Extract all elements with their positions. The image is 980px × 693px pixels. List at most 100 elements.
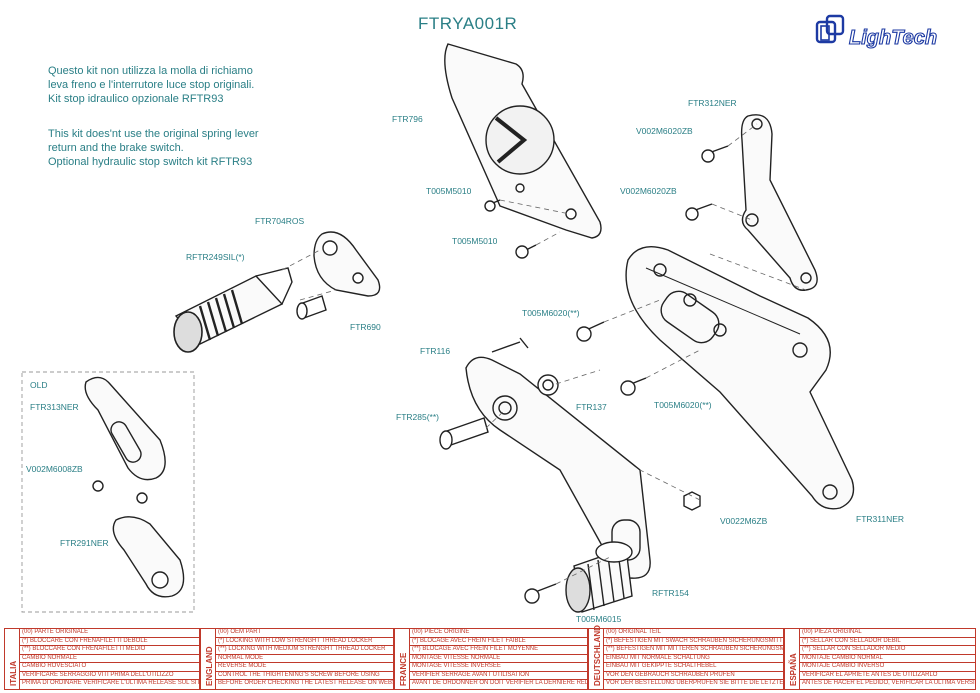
bolt-t005m5010-b (515, 244, 537, 259)
legend-line: MONTAJE CAMBIO NORMAL (800, 655, 975, 663)
legend-line: (00) PIECE ORIGINE (410, 629, 587, 638)
shifter-pivot-ftr704ros (313, 231, 381, 297)
legend-col-espana: ESPAÑA (00) PIEZA ORIGINAL (*) SELLAR CO… (784, 628, 976, 690)
legend-country: ENGLAND (205, 646, 214, 686)
label-t005m6020-a: T005M6020(**) (522, 308, 580, 318)
old-bolt-v002m6008zb (92, 480, 104, 492)
legend-line: (*) BEFESTIGEN MIT SWACH SCHRAUBEN SICHE… (604, 638, 783, 646)
label-t005m5010-a: T005M5010 (426, 186, 472, 196)
bolt-v002m6020zb-b (685, 203, 713, 221)
note-it-line: Questo kit non utilizza la molla di rich… (48, 65, 253, 77)
label-ftr690: FTR690 (350, 322, 381, 332)
bolt-t005m6020-b (620, 377, 647, 396)
old-plate-ftr291ner (112, 516, 185, 598)
bolt-t005m5010-a (484, 199, 501, 212)
logo-wordmark: LighTech (849, 27, 937, 49)
label-old: OLD (30, 380, 48, 390)
legend-line: CAMBIO ROVESCIATO (20, 663, 199, 672)
bracket-ftr312ner (740, 114, 818, 291)
legend-line: (**) BEFESTIGEN MIT MITTEREN SCHRAUBEN S… (604, 646, 783, 655)
legend-line: (**) BLOCCARE CON FRENAFILETTI MEDIO (20, 646, 199, 655)
legend-line: (*) BLOCAGE AVEC FREIN FILET FAIBLE (410, 638, 587, 646)
legend-line: BEFORE ORDER CHECKING THE LATEST RELEASE… (218, 680, 393, 686)
label-ftr311ner: FTR311NER (856, 514, 905, 524)
legend-line: VERIFIER SERRAGE AVANT UTILISATION (410, 672, 587, 680)
label-v002m6020zb-b: V002M6020ZB (620, 186, 677, 196)
legend-line: (**) LOCKING WITH MEDIUM STRENGHT THREAD… (216, 646, 393, 655)
legend-line: (00) PIEZA ORIGINAL (800, 629, 975, 638)
legend-col-deutschland: DEUTSCHLAND (00) ORIGINAL TEIL (*) BEFES… (588, 625, 784, 690)
label-ftr137: FTR137 (576, 402, 607, 412)
label-ftr704ros: FTR704ROS (255, 216, 305, 226)
sprocket-cover-hole (485, 105, 555, 175)
bolt-v002m6020zb-a (701, 145, 729, 163)
legend-line: NORMAL MODE (216, 655, 393, 663)
legend-line: PRIMA DI ORDINARE VERIFICARE L'ULTIMA RE… (22, 680, 199, 686)
legend-line: CAMBIO NORMALE (20, 655, 199, 663)
legend-line: (00) ORIGINAL TEIL (604, 629, 783, 638)
legend-line: CONTROL THE THIGHTENING'S SCREW BEFORE U… (216, 672, 393, 680)
rearset-plate-ftr311ner (625, 246, 855, 510)
legend-country: FRANCE (399, 652, 408, 686)
note-en-line: Optional hydraulic stop switch kit RFTR9… (48, 156, 253, 168)
legend-line: (**) BLOCAGE AVEC FREIN FILET MOYENNE (410, 646, 587, 655)
legend-line: (*) BLOCCARE CON FRENAFILETTI DEBOLE (20, 638, 199, 646)
note-italian: Questo kit non utilizza la molla di rich… (48, 64, 254, 106)
label-ftr313ner: FTR313NER (30, 402, 79, 412)
brake-lever-ftr116 (465, 356, 651, 579)
bolt-t005m6015 (524, 583, 557, 604)
exploded-view-drawing (21, 43, 855, 613)
bolt-t005m6020-a (576, 321, 605, 342)
legend-col-england: ENGLAND (00) OEM PART (*) LOCKING WITH L… (200, 628, 394, 690)
label-ftr291ner: FTR291NER (60, 538, 109, 548)
note-en-line: return and the brake switch. (48, 142, 184, 154)
label-rftr154: RFTR154 (652, 588, 689, 598)
lightech-logo: LighTech (815, 14, 965, 54)
label-v002m6008zb: V002M6008ZB (26, 464, 83, 474)
legend-line: (00) PARTE ORIGINALE (20, 629, 199, 638)
legend-line: MONTAGE VITESSE INVERSEE (410, 663, 587, 672)
legend-line: MONTAGE VITESSE NORMALE (410, 655, 587, 663)
note-en-line: This kit does'nt use the original spring… (48, 128, 259, 140)
kit-code-title: FTRYA001R (418, 14, 518, 33)
label-t005m6020-b: T005M6020(**) (654, 400, 712, 410)
brake-peg-rftr154 (565, 541, 633, 613)
legend-line: AVANT DE ORDONNER ON DOIT VERIFIER LA DE… (412, 680, 587, 686)
old-parts-box (21, 371, 195, 613)
legend-line: EINBAU MIT NORMALE SCHALTUNG (604, 655, 783, 663)
legend-col-italia: ITALIA (00) PARTE ORIGINALE (*) BLOCCARE… (4, 628, 200, 690)
washer-ftr137 (537, 374, 559, 396)
label-v002m6020zb-a: V002M6020ZB (636, 126, 693, 136)
label-t005m5010-b: T005M5010 (452, 236, 498, 246)
legend-line: VOR DEN GEBRAUCH SCHRAUBEN PRUFEN (604, 672, 783, 680)
note-english: This kit does'nt use the original spring… (48, 127, 259, 169)
legend-line: ANTES DE HACER EL PEDIDO, VERIFICAR LA U… (802, 680, 975, 686)
shift-peg-rftr249sil (173, 267, 293, 353)
legend-line: (00) OEM PART (216, 629, 393, 638)
legend-line: VERIFICARE SERRAGGIO VITI PRIMA DELL'UTI… (20, 672, 199, 680)
legend-country: DEUTSCHLAND (593, 625, 602, 686)
legend-line: (*) LOCKING WITH LOW STRENGHT THREAD LOC… (216, 638, 393, 646)
legend-col-france: FRANCE (00) PIECE ORIGINE (*) BLOCAGE AV… (394, 628, 588, 690)
legend-line: VOR DER BESTELLUNG UBERPRUFEN SIE BITTE … (606, 680, 783, 686)
old-bracket-ftr313ner (84, 376, 166, 481)
label-ftr312ner: FTR312NER (688, 98, 737, 108)
legend-line: EINBAU MIT GEKIPPTE SCHALTHEBEL (604, 663, 783, 672)
label-t005m6015: T005M6015 (576, 614, 622, 624)
multilingual-legend: ITALIA (00) PARTE ORIGINALE (*) BLOCCARE… (4, 625, 976, 690)
label-ftr285: FTR285(**) (396, 412, 439, 422)
note-it-line: Kit stop idraulico opzionale RFTR93 (48, 93, 224, 105)
legend-country: ITALIA (9, 660, 18, 686)
nut-v0022m6zb (683, 491, 701, 511)
label-ftr796: FTR796 (392, 114, 423, 124)
legend-line: (**) SELLAR CON SELLADOR MEDIO (800, 646, 975, 655)
legend-line: VERIFICAR EL APRIETE ANTES DE UTILIZARLO (800, 672, 975, 680)
legend-line: (*) SELLAR CON SELLADOR DEBIL (800, 638, 975, 646)
note-it-line: leva freno e l'interrutore luce stop ori… (48, 79, 255, 91)
label-v0022m6zb: V0022M6ZB (720, 516, 768, 526)
legend-country: ESPAÑA (789, 653, 798, 686)
label-rftr249sil: RFTR249SIL(*) (186, 252, 245, 262)
legend-line: MONTAJE CAMBIO INVERSO (800, 663, 975, 672)
legend-line: REVERSE MODE (216, 663, 393, 672)
label-ftr116: FTR116 (420, 346, 451, 356)
